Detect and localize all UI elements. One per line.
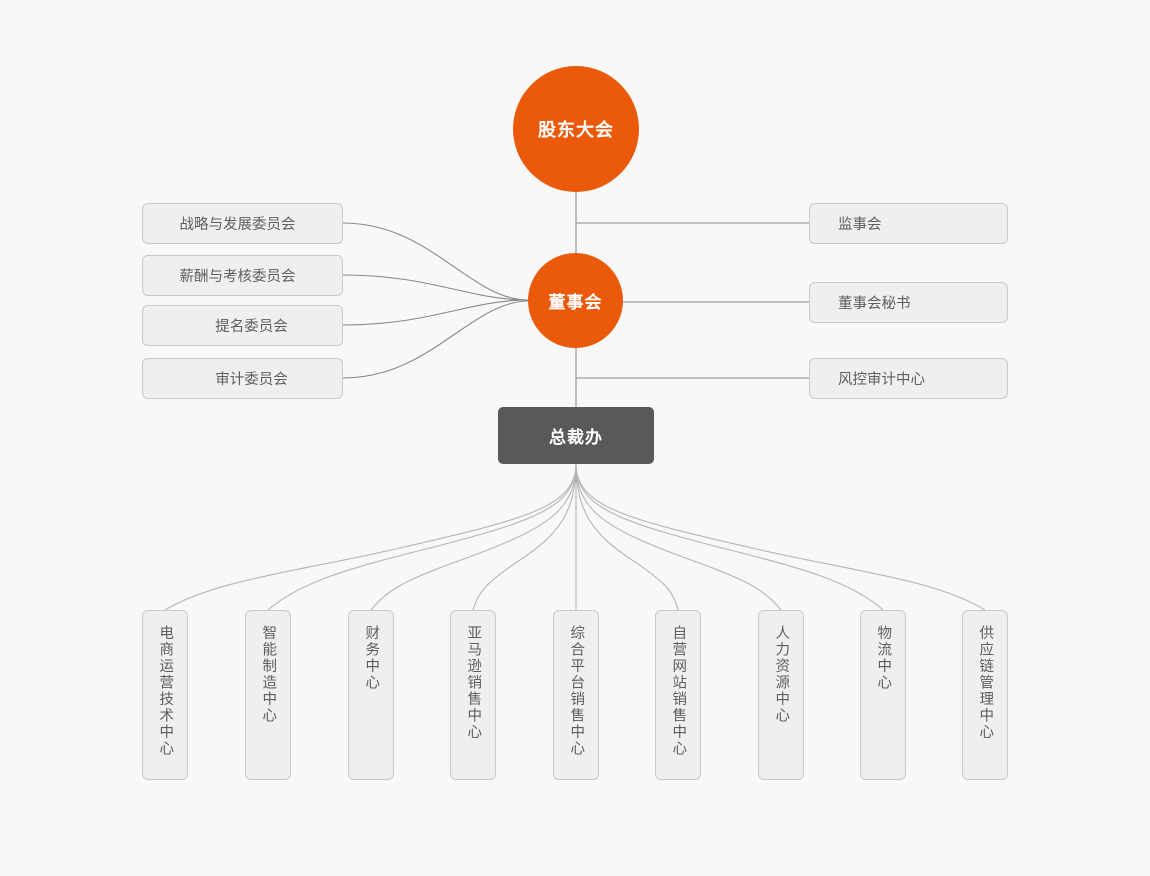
right-unit-label: 董事会秘书 — [838, 296, 911, 312]
dept-label: 供应链管理中心 — [977, 625, 994, 741]
dept-label: 电商运营技术中心 — [157, 625, 174, 757]
node-dept-smart-manufacturing[interactable]: 智能制造中心 — [245, 610, 291, 780]
curve-dept-3 — [472, 463, 577, 611]
right-unit-label: 风控审计中心 — [838, 372, 925, 388]
node-board-secretary[interactable]: 董事会秘书 — [809, 282, 1008, 323]
curve-committee-0 — [342, 222, 529, 301]
node-committee-compensation[interactable]: 薪酬与考核委员会 — [142, 255, 343, 296]
dept-label: 综合平台销售中心 — [568, 625, 585, 757]
dept-label: 物流中心 — [875, 625, 892, 691]
node-shareholders-meeting[interactable]: 股东大会 — [513, 66, 639, 192]
node-risk-control-audit-center[interactable]: 风控审计中心 — [809, 358, 1008, 399]
node-dept-ecommerce-tech[interactable]: 电商运营技术中心 — [142, 610, 188, 780]
node-dept-supply-chain[interactable]: 供应链管理中心 — [962, 610, 1008, 780]
committee-label: 薪酬与考核委员会 — [179, 269, 296, 285]
curve-dept-2 — [370, 463, 577, 611]
curve-dept-7 — [575, 463, 884, 611]
right-unit-label: 监事会 — [838, 217, 882, 233]
curve-dept-0 — [164, 463, 577, 611]
committee-label: 审计委员会 — [215, 372, 288, 388]
node-president-label: 总裁办 — [549, 428, 603, 448]
curve-dept-8 — [575, 463, 986, 611]
node-board-of-directors[interactable]: 董事会 — [528, 253, 623, 348]
dept-label: 人力资源中心 — [773, 625, 790, 724]
node-shareholders-label: 股东大会 — [538, 120, 614, 141]
node-supervisory-board[interactable]: 监事会 — [809, 203, 1008, 244]
curve-dept-1 — [267, 463, 577, 611]
curve-committee-2 — [342, 299, 529, 326]
node-board-label: 董事会 — [548, 293, 603, 313]
node-president-office[interactable]: 总裁办 — [498, 407, 654, 464]
node-dept-amazon-sales[interactable]: 亚马逊销售中心 — [450, 610, 496, 780]
node-dept-platform-sales[interactable]: 综合平台销售中心 — [553, 610, 599, 780]
curve-dept-5 — [575, 463, 679, 611]
dept-label: 自营网站销售中心 — [670, 625, 687, 757]
curve-committee-3 — [342, 300, 529, 379]
node-dept-own-website-sales[interactable]: 自营网站销售中心 — [655, 610, 701, 780]
curve-committee-1 — [342, 274, 529, 301]
dept-label: 财务中心 — [363, 625, 380, 691]
node-dept-human-resources[interactable]: 人力资源中心 — [758, 610, 804, 780]
node-dept-logistics[interactable]: 物流中心 — [860, 610, 906, 780]
node-committee-nomination[interactable]: 提名委员会 — [142, 305, 343, 346]
curve-dept-6 — [575, 463, 782, 611]
dept-label: 亚马逊销售中心 — [465, 625, 482, 741]
committee-label: 提名委员会 — [215, 319, 288, 335]
node-committee-audit[interactable]: 审计委员会 — [142, 358, 343, 399]
committee-label: 战略与发展委员会 — [179, 217, 296, 233]
dept-label: 智能制造中心 — [260, 625, 277, 724]
node-committee-strategy[interactable]: 战略与发展委员会 — [142, 203, 343, 244]
node-dept-finance[interactable]: 财务中心 — [348, 610, 394, 780]
